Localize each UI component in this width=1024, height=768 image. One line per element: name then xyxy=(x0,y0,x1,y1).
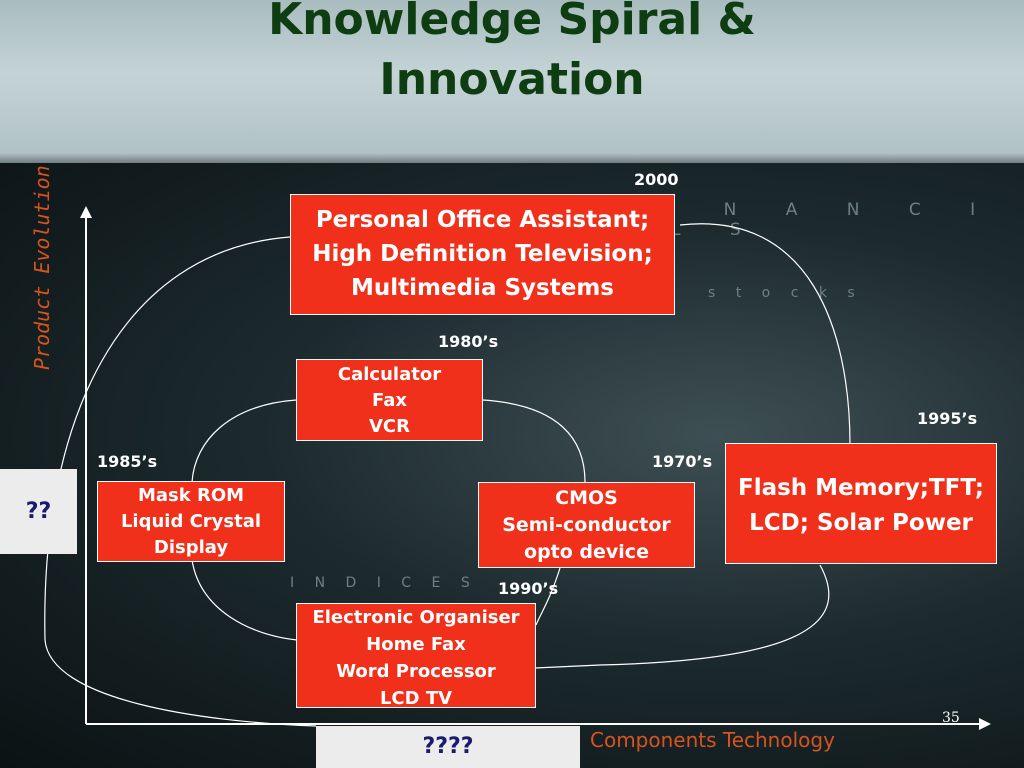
page-number: 35 xyxy=(942,710,960,726)
title-line-2: Innovation xyxy=(379,54,645,105)
year-label-1980s: 1980’s xyxy=(438,332,499,351)
inner-ring-curve xyxy=(535,567,561,626)
y-axis-label: Product Evolution xyxy=(30,165,54,370)
outer-spiral-curve xyxy=(44,639,317,727)
year-label-1970s: 1970’s xyxy=(652,452,713,471)
year-label-1990s: 1990’s xyxy=(498,579,559,598)
box-text-line: Electronic Organiser xyxy=(312,607,520,628)
box-text-line: CMOS xyxy=(555,487,618,509)
box-text-line: Calculator xyxy=(337,364,442,385)
bottom-question-box: ???? xyxy=(316,726,580,768)
box-text-line: Liquid Crystal xyxy=(120,511,262,532)
box-text-line: Multimedia Systems xyxy=(351,275,614,301)
year-label-1995s: 1995’s xyxy=(917,409,978,428)
box-flash-memory: Flash Memory;TFT; LCD; Solar Power xyxy=(725,443,997,564)
box-text-line: LCD; Solar Power xyxy=(749,510,973,536)
box-text-line: Mask ROM xyxy=(137,485,245,506)
outer-spiral-curve xyxy=(679,223,851,446)
box-text-line: Word Processor xyxy=(336,661,496,682)
box-office-assistant: Personal Office Assistant; High Definiti… xyxy=(290,194,675,315)
bg-word-indices: I N D I C E S xyxy=(290,575,478,591)
box-cmos: CMOS Semi-conductor opto device xyxy=(478,482,695,568)
x-axis-label: Components Technology xyxy=(590,728,835,752)
year-label-1985s: 1985’s xyxy=(97,452,158,471)
title-line-1: Knowledge Spiral & xyxy=(268,0,756,45)
box-text-line: Display xyxy=(153,537,229,558)
inner-ring-curve xyxy=(191,559,298,641)
year-label-2000: 2000 xyxy=(634,170,679,189)
inner-ring-curve xyxy=(482,399,586,483)
outer-spiral-curve xyxy=(44,236,291,641)
box-text-line: High Definition Television; xyxy=(312,241,653,267)
box-text-line: Fax xyxy=(372,390,407,411)
header-band xyxy=(0,0,1024,163)
box-text-line: LCD TV xyxy=(379,688,453,709)
box-text-line: opto device xyxy=(524,541,649,563)
inner-ring-curve xyxy=(191,399,297,483)
left-question-box: ?? xyxy=(0,469,77,554)
box-mask-rom: Mask ROM Liquid Crystal Display xyxy=(97,481,285,562)
box-text-line: Semi-conductor xyxy=(502,514,671,536)
outer-spiral-curve xyxy=(534,564,830,669)
box-text-line: Flash Memory;TFT; xyxy=(737,475,984,501)
box-calculator: Calculator Fax VCR xyxy=(296,359,483,441)
box-electronic-organiser: Electronic Organiser Home Fax Word Proce… xyxy=(296,603,536,709)
box-text-line: Personal Office Assistant; xyxy=(315,207,650,233)
slide-title: Knowledge Spiral & Innovation xyxy=(0,0,1024,110)
bg-word-stocks: s t o c k s xyxy=(708,285,863,301)
box-text-line: Home Fax xyxy=(366,634,466,655)
box-text-line: VCR xyxy=(368,416,410,437)
